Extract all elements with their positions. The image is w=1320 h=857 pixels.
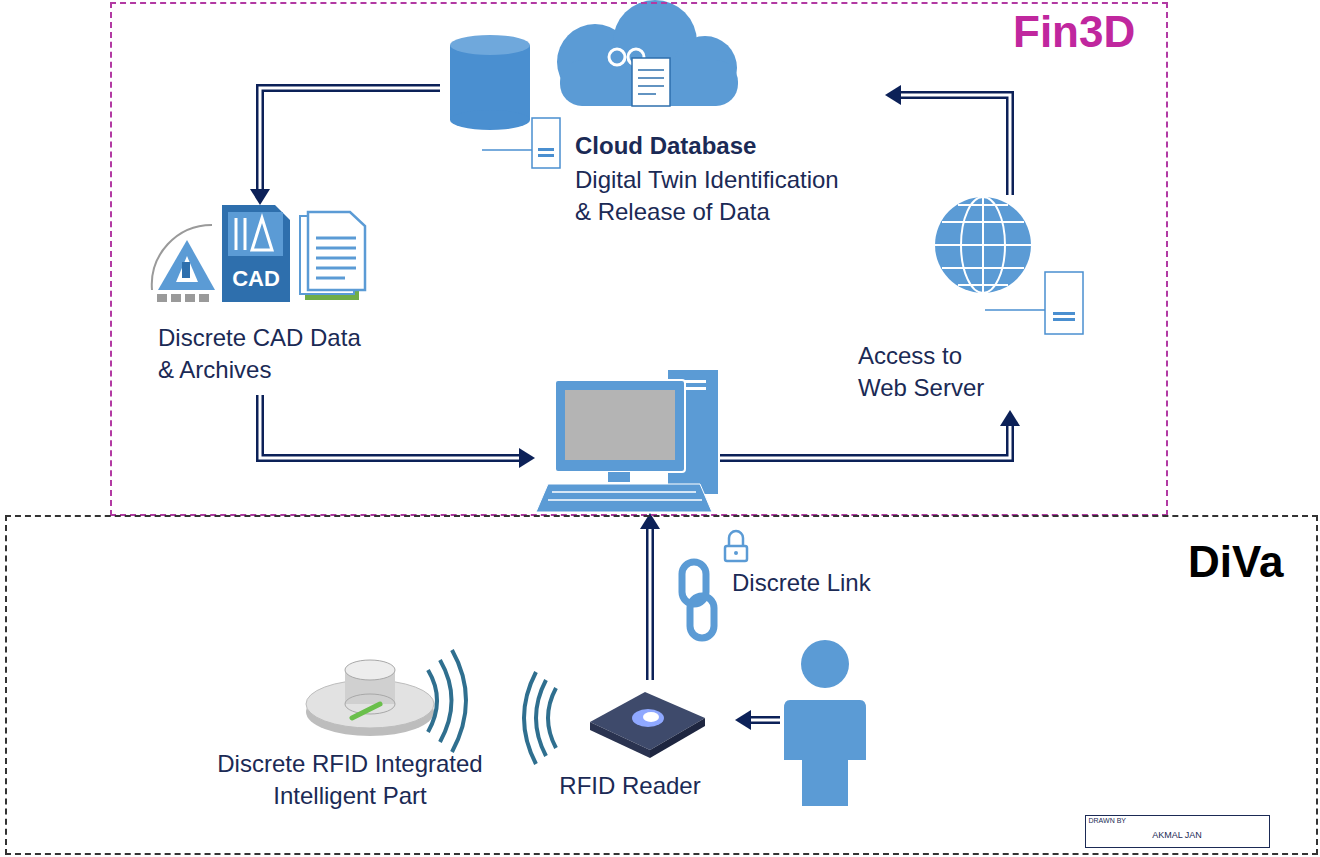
fin3d-region: Fin3D Cloud DatabaseDigital Twin Identifi… — [110, 2, 1168, 516]
double-arrow-connector — [250, 88, 440, 205]
double-arrow-connector — [885, 85, 1010, 195]
database-icon — [450, 35, 530, 130]
cloud-icon — [557, 0, 738, 106]
computer-node — [535, 368, 720, 513]
title-block-label: DRAWN BY — [1089, 817, 1126, 825]
person-icon — [784, 640, 866, 806]
node-label: Discrete RFID Integrated Intelligent Par… — [200, 748, 500, 813]
double-arrow-connector — [640, 513, 660, 680]
region-title: Fin3D — [1013, 6, 1135, 59]
node-label: RFID Reader — [530, 770, 730, 802]
region-title: DiVa — [1188, 536, 1283, 589]
globe-icon — [935, 197, 1083, 334]
rfid-part-node: Discrete RFID Integrated Intelligent Par… — [190, 645, 510, 817]
node-heading: Cloud Database — [575, 130, 756, 162]
person-node — [780, 638, 870, 808]
rfid-reader-node: RFID Reader — [525, 680, 735, 810]
edge-label: Discrete Link — [730, 567, 873, 599]
drawn-by-box: DRAWN BY AKMAL JAN — [1085, 815, 1270, 848]
cad-icons — [152, 205, 365, 302]
server-icon — [482, 118, 560, 168]
node-label: Discrete CAD Data & Archives — [158, 322, 376, 387]
computer-icon — [536, 370, 718, 512]
web-server-node: Access to Web Server — [850, 195, 1090, 410]
cad-data-node: Discrete CAD Data & Archives — [140, 205, 380, 395]
title-block-value: AKMAL JAN — [1089, 831, 1266, 841]
diva-region: DiVaDiscrete RFID Integrated Intelligent… — [5, 515, 1318, 855]
icon-label: CAD — [222, 266, 290, 292]
double-arrow-connector — [720, 410, 1020, 458]
rfid-part-icon — [306, 650, 466, 752]
node-body: Digital Twin Identification & Release of… — [575, 164, 843, 229]
double-arrow-connector — [735, 710, 780, 730]
rfid-reader-icon — [524, 672, 705, 764]
cloud-database-node: Cloud DatabaseDigital Twin Identificatio… — [440, 30, 885, 235]
node-label: Access to Web Server — [858, 340, 998, 405]
double-arrow-connector — [260, 395, 535, 468]
